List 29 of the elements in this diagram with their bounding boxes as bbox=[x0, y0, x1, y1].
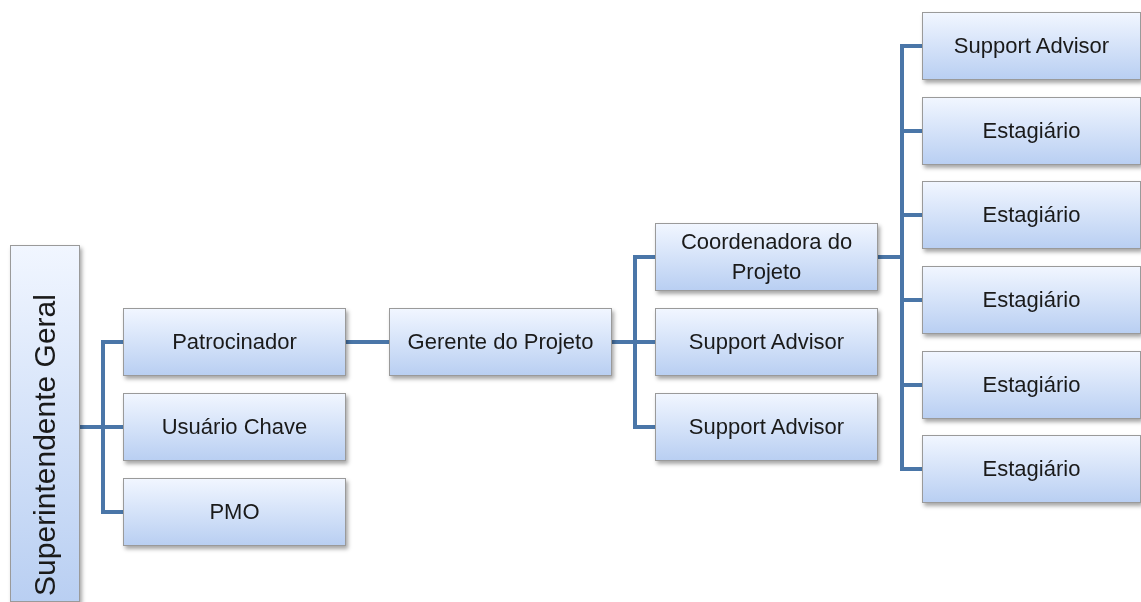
org-box bbox=[922, 97, 1141, 165]
node-label: Support Advisor bbox=[687, 328, 846, 356]
org-box bbox=[655, 223, 878, 291]
org-box bbox=[389, 308, 612, 376]
org-box bbox=[10, 245, 80, 602]
org-box bbox=[922, 351, 1141, 419]
node-label: Usuário Chave bbox=[160, 413, 309, 441]
node-label: Estagiário bbox=[981, 201, 1082, 229]
node-label: Estagiário bbox=[981, 286, 1082, 314]
node-label: Estagiário bbox=[981, 371, 1082, 399]
org-box bbox=[123, 308, 346, 376]
node-label: Support Advisor bbox=[687, 413, 846, 441]
org-box bbox=[123, 393, 346, 461]
node-label: Coordenadora do Projeto bbox=[679, 228, 854, 286]
node-label: Estagiário bbox=[981, 117, 1082, 145]
org-box bbox=[922, 12, 1141, 80]
org-box bbox=[655, 308, 878, 376]
node-label: Patrocinador bbox=[171, 328, 298, 356]
connector-line bbox=[346, 340, 389, 344]
node-label: Gerente do Projeto bbox=[406, 328, 595, 356]
org-box bbox=[922, 435, 1141, 503]
node-label: Superintendente Geral bbox=[30, 293, 60, 596]
node-label: Support Advisor bbox=[952, 32, 1111, 60]
org-box bbox=[655, 393, 878, 461]
node-label: PMO bbox=[208, 498, 261, 526]
org-box bbox=[123, 478, 346, 546]
node-label: Estagiário bbox=[981, 455, 1082, 483]
org-box bbox=[922, 181, 1141, 249]
org-box bbox=[922, 266, 1141, 334]
